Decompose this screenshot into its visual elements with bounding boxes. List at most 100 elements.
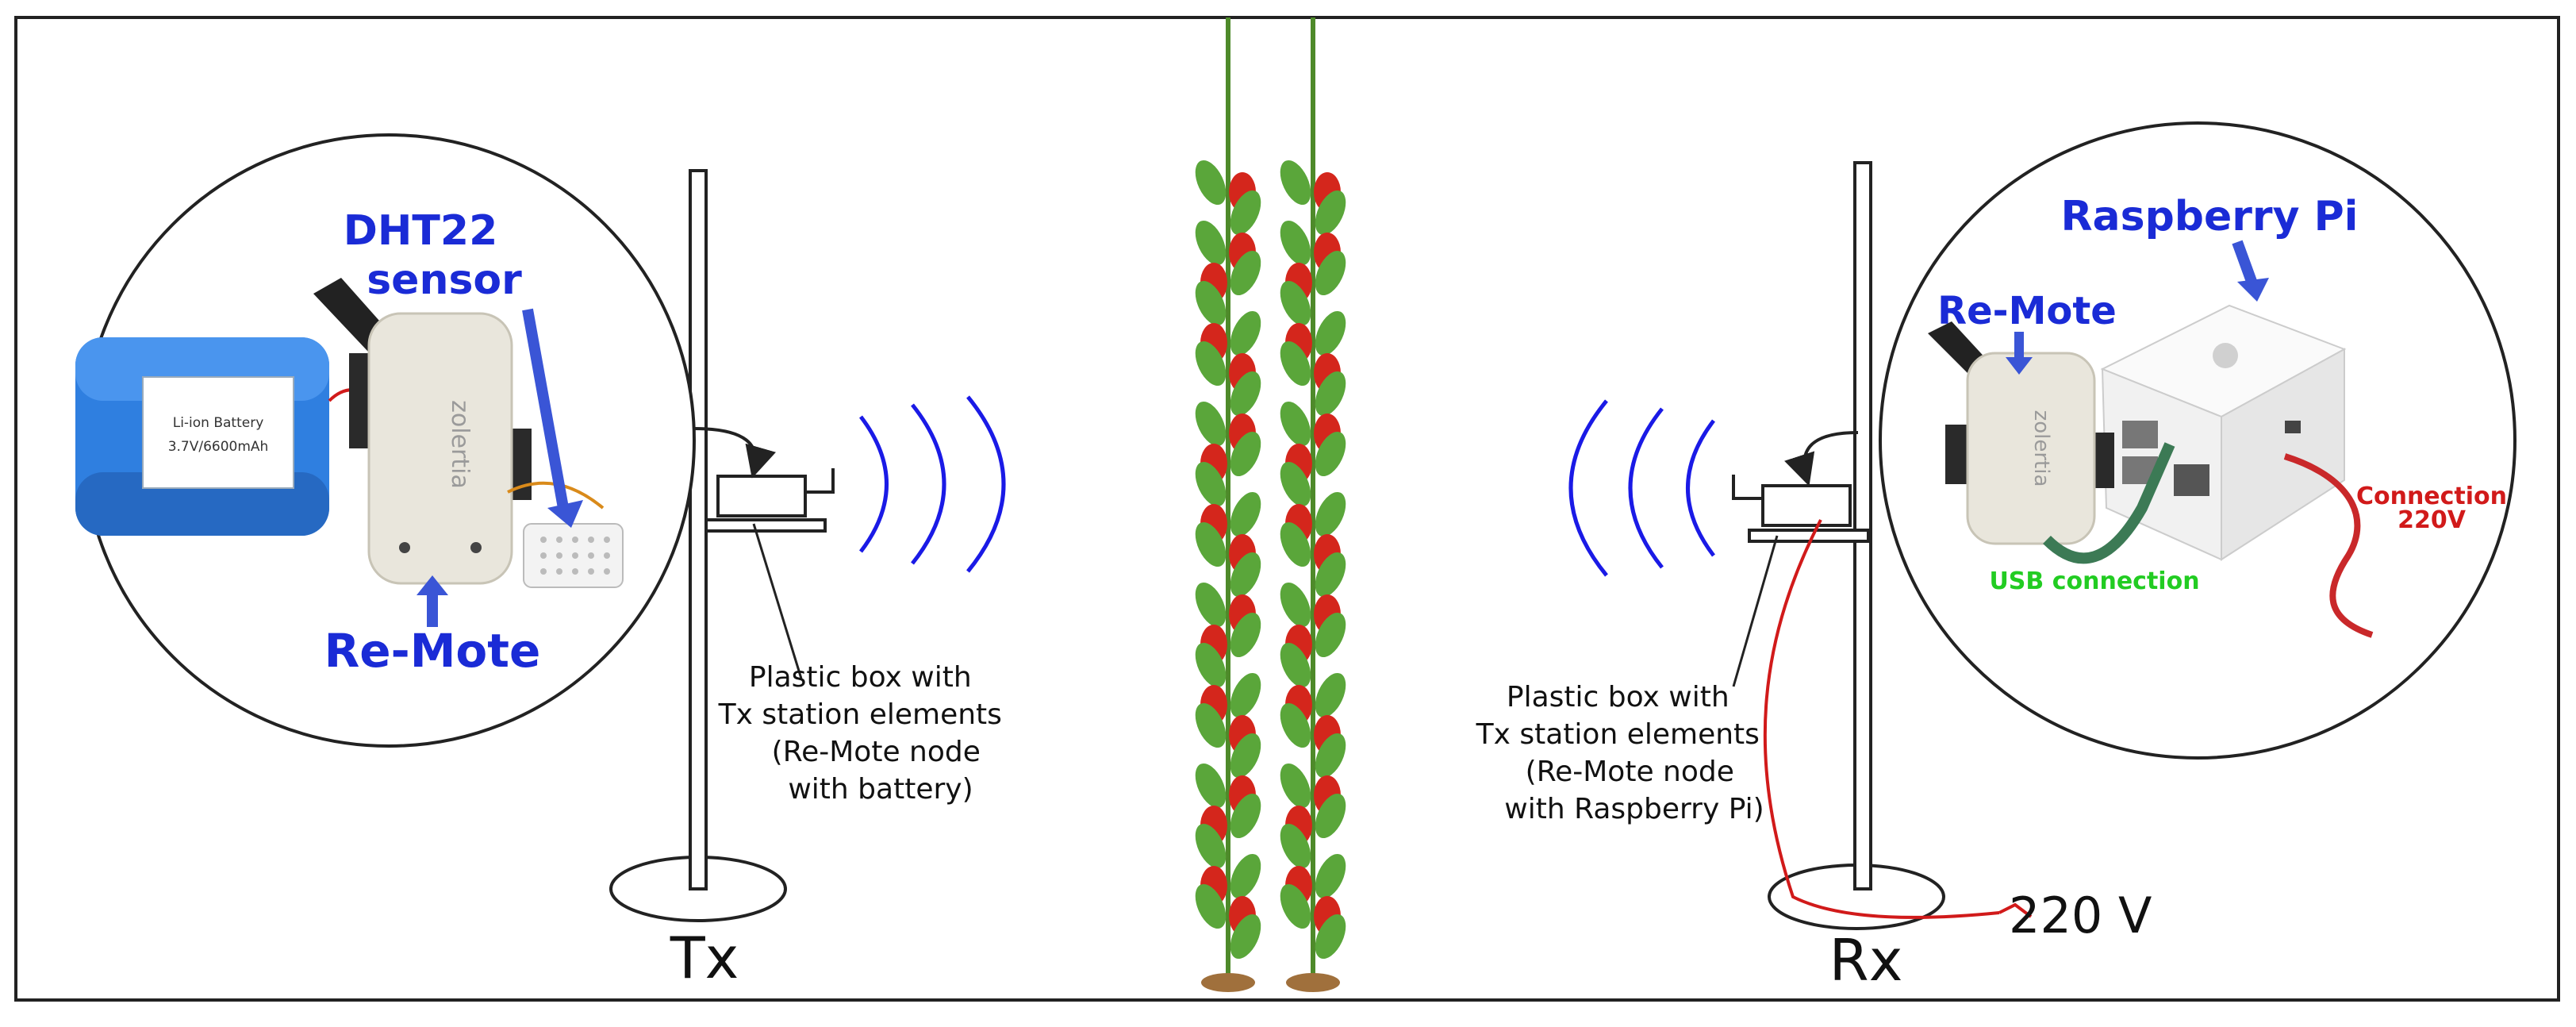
rx-callout: zolertia Raspberry Pi Re-Mote USB connec…	[1879, 121, 2516, 760]
plant-leaf	[1315, 672, 1346, 718]
tx-callout: Li-ion Battery 3.7V/6600mAh zolertia	[75, 133, 696, 748]
rx-curved-arrow	[1784, 431, 1859, 487]
usb-connection-label: USB connection	[1989, 567, 2199, 595]
plant-leaf	[1280, 220, 1311, 266]
rx-radio-waves	[1568, 399, 1715, 577]
plant-leaf	[1280, 160, 1311, 206]
rx-plug-icon	[1998, 902, 2033, 918]
rx-power-cable	[1763, 519, 2000, 919]
raspberry-logo-icon	[2213, 343, 2238, 368]
plant-leaf	[1280, 582, 1311, 628]
dht22-label: DHT22	[344, 207, 498, 255]
plant-leaf	[1230, 491, 1261, 537]
power-connection-label: Connection	[2356, 483, 2507, 510]
tx-station-label: Tx	[670, 925, 739, 991]
tx-curved-arrow	[693, 427, 777, 479]
rx-remote-label: Re-Mote	[1937, 289, 2117, 333]
sensor-pointer-head	[547, 500, 583, 528]
rx-station: Plastic box with Tx station elements (Re…	[1476, 161, 2152, 994]
rx-caption-leader	[1732, 535, 1779, 687]
plant-leaf	[1195, 220, 1227, 266]
plant-leaf	[1315, 733, 1346, 779]
plant-leaf	[1230, 914, 1261, 960]
plant-leaf	[1195, 582, 1227, 628]
plant-leaf	[1195, 280, 1227, 326]
plant-leaf	[1280, 702, 1311, 748]
rx-callout-power-cable	[2283, 453, 2374, 638]
plant-leaf	[1230, 250, 1261, 296]
tx-remote-pointer-head	[417, 575, 448, 595]
battery-pack: Li-ion Battery 3.7V/6600mAh	[75, 337, 329, 536]
plant-leaf	[1315, 793, 1346, 839]
plant-leaf	[1280, 461, 1311, 507]
tx-remote-node: zolertia	[313, 278, 532, 585]
plant-leaf	[1195, 642, 1227, 688]
plant-leaf	[1315, 431, 1346, 477]
plant-leaf	[1230, 733, 1261, 779]
tomato-plants	[1195, 17, 1346, 992]
rx-plastic-box	[1732, 475, 1870, 543]
rx-brand-text: zolertia	[2029, 410, 2053, 487]
plant-leaf	[1230, 371, 1261, 417]
plant-leaf	[1315, 612, 1346, 658]
plant-leaf	[1280, 883, 1311, 929]
plant-leaf	[1280, 280, 1311, 326]
plant-leaf	[1315, 491, 1346, 537]
sensor-label: sensor	[367, 256, 522, 304]
plant-leaf	[1280, 340, 1311, 387]
tx-station: Plastic box with Tx station elements (Re…	[609, 169, 1012, 991]
soil-right	[1286, 973, 1340, 992]
plant-leaf	[1230, 190, 1261, 236]
power-voltage-label: 220V	[2397, 506, 2467, 534]
rx-box-caption: Plastic box with Tx station elements (Re…	[1476, 681, 1769, 825]
soil-left	[1201, 973, 1255, 992]
plant-leaf	[1195, 160, 1227, 206]
tx-caption-leader	[752, 523, 803, 679]
plant-leaf	[1230, 431, 1261, 477]
plant-leaf	[1280, 401, 1311, 447]
plant-leaf	[1280, 521, 1311, 567]
plant-leaf	[1195, 401, 1227, 447]
plant-leaf	[1280, 823, 1311, 869]
plant-leaf	[1315, 250, 1346, 296]
plant-leaf	[1230, 552, 1261, 598]
plant-leaf	[1315, 190, 1346, 236]
raspberry-pointer-head	[2237, 278, 2269, 302]
tx-box-caption: Plastic box with Tx station elements (Re…	[718, 661, 1012, 806]
plant-leaf	[1315, 310, 1346, 356]
diagram-frame	[14, 16, 2560, 1002]
plant-leaf	[1230, 310, 1261, 356]
tx-radio-waves	[859, 395, 1006, 573]
plant-leaf	[1230, 672, 1261, 718]
mains-voltage-label: 220 V	[2009, 887, 2152, 944]
plant-leaf	[1315, 853, 1346, 899]
tx-pole	[689, 169, 708, 890]
sensor-pointer-arrow	[522, 308, 569, 510]
battery-label-line2: 3.7V/6600mAh	[168, 439, 269, 455]
plant-leaf	[1195, 883, 1227, 929]
plant-leaf	[1195, 340, 1227, 387]
usb-cable	[2043, 442, 2175, 564]
rx-pole	[1853, 161, 1872, 890]
rx-remote-node: zolertia	[1928, 321, 2114, 545]
plant-leaf	[1195, 461, 1227, 507]
plant-leaf	[1230, 793, 1261, 839]
raspberry-pi-label: Raspberry Pi	[2060, 193, 2358, 240]
tx-brand-text: zolertia	[446, 400, 474, 489]
plant-leaf	[1195, 823, 1227, 869]
tx-plastic-box	[704, 468, 835, 533]
plant-leaf	[1315, 914, 1346, 960]
tx-remote-label: Re-Mote	[324, 624, 541, 678]
rx-station-label: Rx	[1829, 927, 1903, 994]
plant-leaf	[1280, 642, 1311, 688]
rx-remote-pointer-head	[2006, 357, 2033, 375]
plant-leaf	[1315, 371, 1346, 417]
plant-leaf	[1195, 521, 1227, 567]
plant-leaf	[1280, 763, 1311, 809]
plant-leaf	[1230, 853, 1261, 899]
raspberry-pointer-arrow	[2232, 240, 2259, 288]
plant-leaf	[1195, 702, 1227, 748]
battery-label-line1: Li-ion Battery	[173, 415, 264, 431]
